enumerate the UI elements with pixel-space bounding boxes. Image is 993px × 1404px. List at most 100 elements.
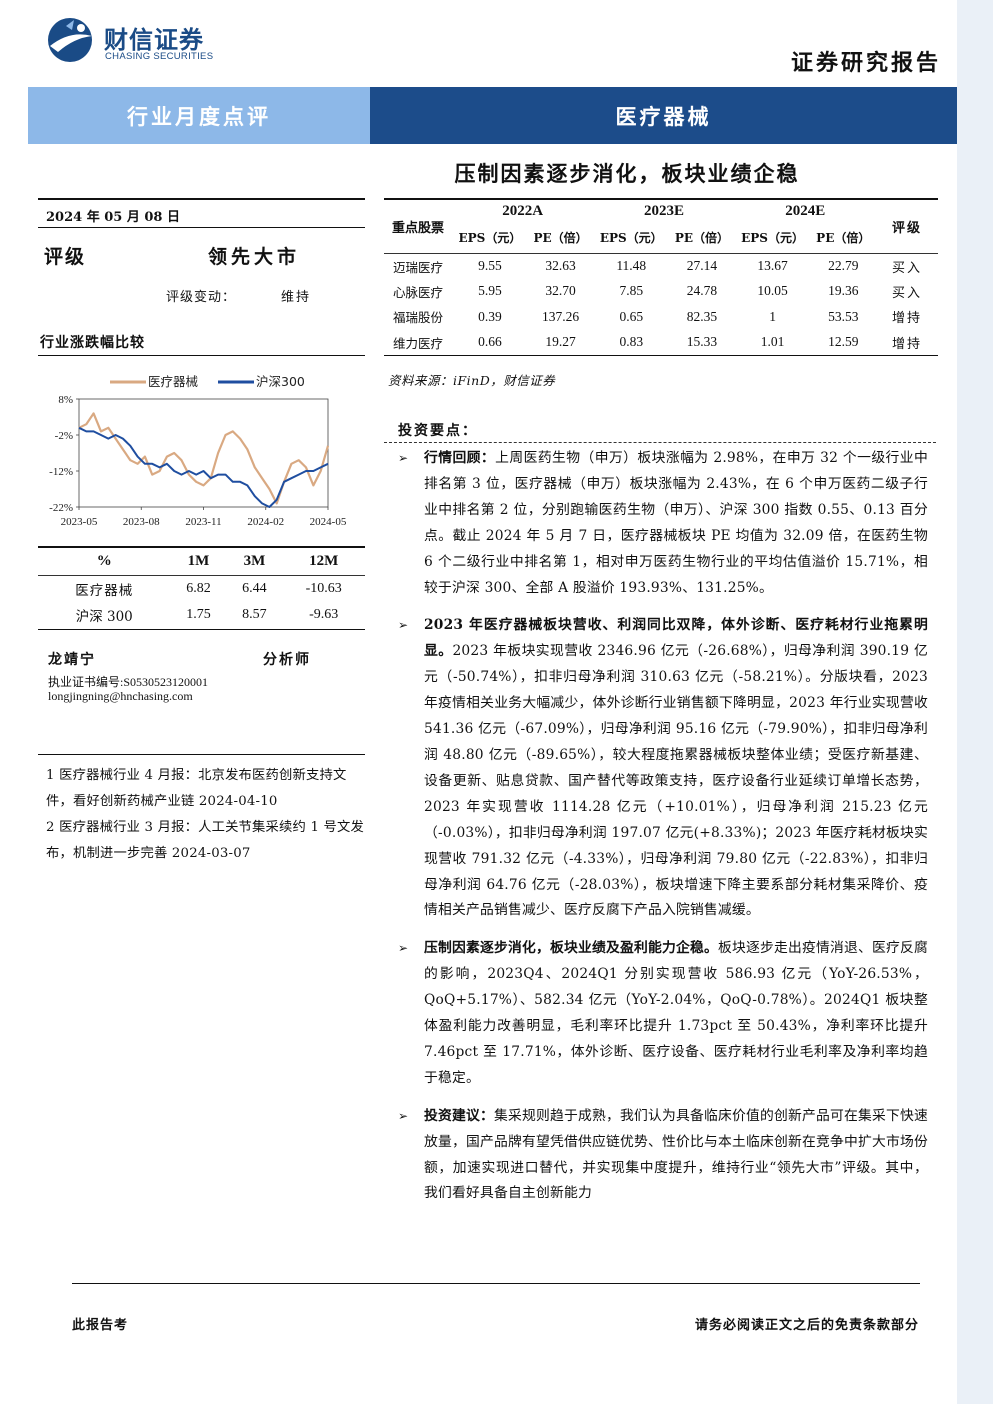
report-date: 2024 年 05 月 08 日 (38, 198, 365, 228)
bullet-text: 集采规则趋于成熟，我们认为具备临床价值的创新产品可在集采下快速放量，国产品牌有望… (424, 1107, 928, 1202)
brand-logo: 财信证券 CHASING SECURITIES (44, 16, 234, 64)
bullet-lead: 压制因素逐步消化，板块业绩及盈利能力企稳。 (424, 940, 718, 957)
stock-rating: 增持 (891, 311, 922, 327)
bullet-item: ➢ 投资建议：集采规则趋于成熟，我们认为具备临床价值的创新产品可在集采下快速放量，… (394, 1104, 928, 1208)
perf-cell: 8.57 (242, 607, 267, 623)
footer-divider (72, 1283, 920, 1284)
brand-logo-icon (48, 18, 92, 62)
rating-value: 领先大市 (208, 246, 301, 268)
perf-header: 1M (170, 547, 227, 576)
stock-cell: 5.95 (478, 283, 502, 299)
stock-cell: 1 (769, 308, 776, 324)
stock-cell: 13.67 (757, 258, 788, 273)
bullet-text: 2023 年板块实现营收 2346.96 亿元（-26.68%），归母净利润 3… (424, 643, 928, 919)
eps-header: EPS（元） (593, 223, 670, 254)
stock-cell: 12.59 (828, 334, 859, 349)
stock-cell: 19.27 (545, 334, 576, 349)
stock-name: 福瑞股份 (392, 310, 443, 326)
report-headline: 压制因素逐步消化，板块业绩企稳 (384, 158, 974, 188)
side-strip (957, 0, 993, 1404)
stock-cell: 27.14 (686, 258, 718, 273)
legend-label: 医疗器械 (148, 374, 199, 389)
analyst-email[interactable]: longjingning@hnchasing.com (48, 689, 193, 703)
year-header: 2022A (502, 203, 544, 219)
pe-header: PE（倍） (810, 223, 876, 254)
y-tick-label: 8% (58, 394, 73, 406)
bullet-lead: 投资建议： (424, 1107, 494, 1124)
investment-title: 投资要点： (398, 423, 478, 439)
stock-cell: 53.53 (828, 308, 859, 324)
stock-rating: 买入 (891, 285, 922, 301)
y-tick-label: -2% (55, 430, 73, 442)
perf-header: 3M (226, 547, 283, 576)
stock-name: 维力医疗 (392, 335, 443, 351)
y-tick-label: -12% (49, 466, 73, 478)
data-source: 资料来源：iFinD，财信证券 (388, 373, 556, 388)
stock-cell: 32.63 (545, 258, 576, 273)
x-tick-label: 2024-02 (247, 516, 284, 528)
stock-cell: 0.39 (478, 308, 502, 324)
stock-cell: 0.65 (619, 308, 644, 324)
performance-title: 行业涨跌幅比较 (38, 332, 365, 356)
col-stock-name: 重点股票 (384, 199, 452, 254)
stock-cell: 9.55 (478, 258, 502, 273)
report-type: 证券研究报告 (790, 50, 941, 76)
stock-cell: 1.01 (760, 334, 785, 349)
stock-cell: 11.48 (616, 258, 647, 273)
related-report-item[interactable]: 1 医疗器械行业 4 月报：北京发布医药创新支持文件，看好创新药械产业链 202… (46, 768, 347, 809)
disclaimer-note: 请务必阅读正文之后的免责条款部分 (694, 1318, 919, 1333)
brand-name-cn: 财信证券 (104, 26, 204, 54)
perf-header: % (38, 547, 171, 576)
arrow-bullet-icon: ➢ (398, 941, 409, 956)
perf-cell: -9.63 (309, 607, 339, 623)
stock-cell: 15.33 (686, 334, 718, 349)
analyst-title: 分析师 (263, 652, 311, 668)
stock-cell: 22.79 (828, 258, 859, 273)
industry-title: 医疗器械 (370, 87, 957, 144)
table-row: 心脉医疗 5.95 32.70 7.85 24.78 10.05 19.36 买… (384, 279, 938, 305)
eps-header: EPS（元） (452, 223, 528, 254)
perf-header: 12M (282, 547, 365, 576)
arrow-bullet-icon: ➢ (398, 618, 409, 633)
stock-cell: 137.26 (542, 308, 580, 324)
table-row: 医疗器械 6.82 6.44 -10.63 (38, 575, 365, 602)
col-rating: 评级 (876, 199, 938, 254)
bullet-lead: 2023 年医疗器械板块营收、利润同比双降，体外诊断、医疗耗材行业拖累明显。 (424, 617, 928, 660)
stock-cell: 82.35 (686, 308, 718, 324)
footer-left-text: 此报告考 (72, 1318, 129, 1333)
rating-change-label: 评级变动： (166, 290, 237, 305)
perf-cell: -10.63 (305, 580, 342, 596)
y-tick-label: -22% (49, 502, 73, 514)
table-row: 福瑞股份 0.39 137.26 0.65 82.35 1 53.53 增持 (384, 304, 938, 330)
bullet-item: ➢压制因素逐步消化，板块业绩及盈利能力企稳。板块逐步走出疫情消退、医疗反腐的影响… (394, 936, 928, 1091)
year-header: 2024E (785, 203, 826, 219)
year-header: 2023E (643, 203, 684, 219)
license-number: 执业证书编号:S0530523120001 (48, 675, 209, 689)
analyst-name: 龙靖宁 (48, 652, 96, 668)
stock-name: 心脉医疗 (392, 284, 443, 300)
arrow-bullet-icon: ➢ (398, 1108, 409, 1123)
key-stocks-table: 重点股票 2022A 2023E 2024E 评级 EPS（元） PE（倍） E… (384, 198, 938, 356)
x-tick-label: 2023-11 (185, 516, 221, 528)
perf-cell: 6.82 (186, 580, 211, 596)
report-category: 行业月度点评 (28, 87, 370, 144)
performance-table: % 1M 3M 12M 医疗器械 6.82 6.44 -10.63 沪深 300… (38, 546, 365, 630)
perf-cell: 1.75 (186, 607, 211, 623)
bullet-item: ➢ 2023 年医疗器械板块营收、利润同比双降，体外诊断、医疗耗材行业拖累明显。2… (394, 613, 928, 924)
eps-header: EPS（元） (734, 223, 811, 254)
bullet-text: 上周医药生物（申万）板块涨幅为 2.98%，在申万 32 个一级行业中排名第 3… (424, 450, 929, 596)
stock-rating: 增持 (891, 336, 922, 352)
stock-cell: 24.78 (686, 283, 718, 299)
stock-cell: 7.85 (619, 283, 644, 299)
stock-name: 迈瑞医疗 (392, 259, 443, 275)
stock-rating: 买入 (891, 260, 922, 276)
stock-cell: 0.66 (478, 334, 502, 349)
rating-label: 评级 (44, 246, 87, 268)
bullet-item: ➢行情回顾：上周医药生物（申万）板块涨幅为 2.98%，在申万 32 个一级行业… (394, 446, 928, 601)
divider (384, 442, 936, 443)
related-report-item[interactable]: 2 医疗器械行业 3 月报：人工关节集采续约 1 号文发布，机制进一步完善 20… (46, 820, 365, 861)
pe-header: PE（倍） (669, 223, 735, 254)
perf-cell: 医疗器械 (75, 582, 134, 599)
legend-label: 沪深300 (256, 374, 305, 389)
